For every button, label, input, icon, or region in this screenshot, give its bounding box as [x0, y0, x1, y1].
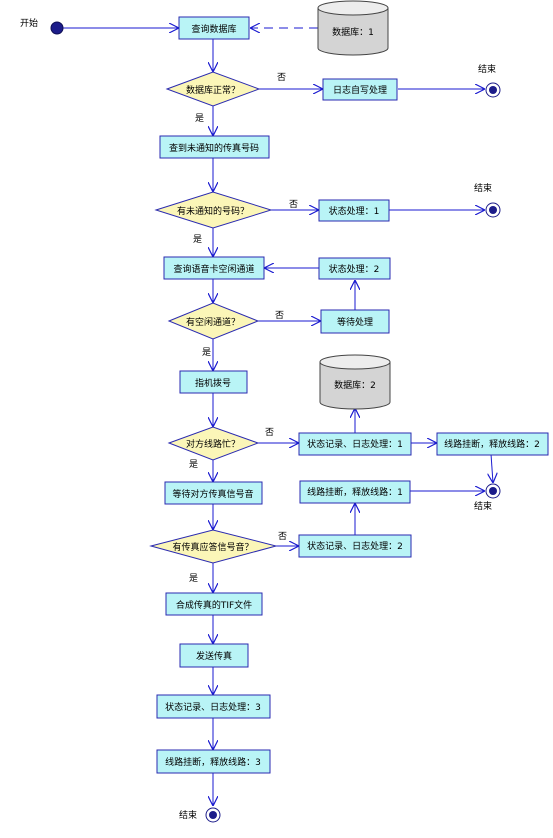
process-log-self: 日志自写处理 — [322, 78, 398, 101]
process-wait-signal: 等待对方传真信号音 — [164, 481, 263, 505]
process-hangup-3: 线路挂断，释放线路：3 — [156, 749, 271, 774]
process-label: 查到未通知的传真号码 — [169, 142, 259, 154]
process-label: 合成传真的TIF文件 — [176, 599, 252, 611]
process-label: 线路挂断，释放线路：1 — [307, 486, 403, 498]
decision-label: 数据库正常？ — [186, 84, 240, 96]
process-label: 日志自写处理 — [333, 84, 387, 96]
process-record-log-1: 状态记录、日志处理：1 — [298, 432, 412, 456]
process-find-fax: 查到未通知的传真号码 — [159, 135, 270, 159]
process-label: 等待处理 — [337, 316, 373, 328]
end-label: 结束 — [474, 182, 492, 194]
process-label: 查询语音卡空闲通道 — [173, 263, 254, 275]
no-label: 否 — [289, 199, 298, 210]
decision-has-unnotified: 有未通知的号码？ — [154, 191, 273, 229]
database-1-label: 数据库：1 — [332, 26, 374, 38]
yes-label: 是 — [193, 234, 202, 245]
end-node — [205, 807, 221, 823]
decision-has-signal: 有传真应答信号音？ — [149, 529, 278, 564]
process-compose-tif: 合成传真的TIF文件 — [165, 592, 263, 616]
no-label: 否 — [278, 531, 287, 542]
no-label: 否 — [265, 427, 274, 438]
edge-hangup2-to-end3 — [491, 453, 493, 483]
process-dial: 指机拨号 — [179, 370, 248, 394]
process-send-fax: 发送传真 — [179, 643, 249, 668]
process-state-2: 状态处理：2 — [318, 257, 391, 280]
process-hangup-1: 线路挂断，释放线路：1 — [299, 480, 411, 504]
yes-label: 是 — [189, 573, 198, 584]
process-state-1: 状态处理：1 — [318, 199, 390, 222]
database-2 — [319, 354, 391, 410]
no-label: 否 — [275, 310, 284, 321]
process-query-db: 查询数据库 — [178, 16, 250, 40]
decision-db-ok: 数据库正常？ — [165, 71, 261, 107]
start-node — [50, 21, 64, 35]
end-node — [485, 483, 501, 499]
process-hangup-2: 线路挂断，释放线路：2 — [436, 432, 549, 456]
end-label: 结束 — [179, 809, 197, 821]
process-record-log-2: 状态记录、日志处理：2 — [298, 534, 412, 558]
end-node — [485, 202, 501, 218]
decision-label: 有未通知的号码？ — [177, 205, 249, 217]
edges — [63, 28, 493, 806]
database-1 — [317, 0, 389, 56]
process-label: 查询数据库 — [191, 23, 236, 35]
process-label: 状态记录、日志处理：3 — [165, 701, 261, 713]
process-label: 线路挂断，释放线路：3 — [165, 756, 261, 768]
yes-label: 是 — [202, 347, 211, 358]
process-label: 状态处理：2 — [329, 263, 380, 275]
database-2-label: 数据库：2 — [334, 379, 376, 391]
end-label: 结束 — [474, 500, 492, 512]
decision-label: 有传真应答信号音？ — [172, 541, 253, 553]
decision-label: 对方线路忙？ — [186, 438, 240, 450]
process-label: 指机拨号 — [195, 377, 231, 389]
end-node — [485, 82, 501, 98]
process-label: 等待对方传真信号音 — [172, 488, 253, 500]
process-record-log-3: 状态记录、日志处理：3 — [156, 694, 271, 719]
yes-label: 是 — [189, 459, 198, 470]
process-query-channel: 查询语音卡空闲通道 — [163, 256, 265, 280]
decision-has-idle: 有空闲通道？ — [167, 302, 260, 340]
start-label: 开始 — [20, 17, 38, 29]
process-wait: 等待处理 — [320, 309, 390, 334]
process-label: 状态处理：1 — [329, 205, 380, 217]
process-label: 状态记录、日志处理：2 — [307, 540, 403, 552]
process-label: 状态记录、日志处理：1 — [307, 438, 403, 450]
end-label: 结束 — [478, 63, 496, 75]
process-label: 发送传真 — [196, 650, 232, 662]
decision-busy: 对方线路忙？ — [167, 426, 260, 461]
no-label: 否 — [277, 72, 286, 83]
process-label: 线路挂断，释放线路：2 — [444, 438, 540, 450]
decision-label: 有空闲通道？ — [186, 316, 240, 328]
yes-label: 是 — [195, 113, 204, 124]
